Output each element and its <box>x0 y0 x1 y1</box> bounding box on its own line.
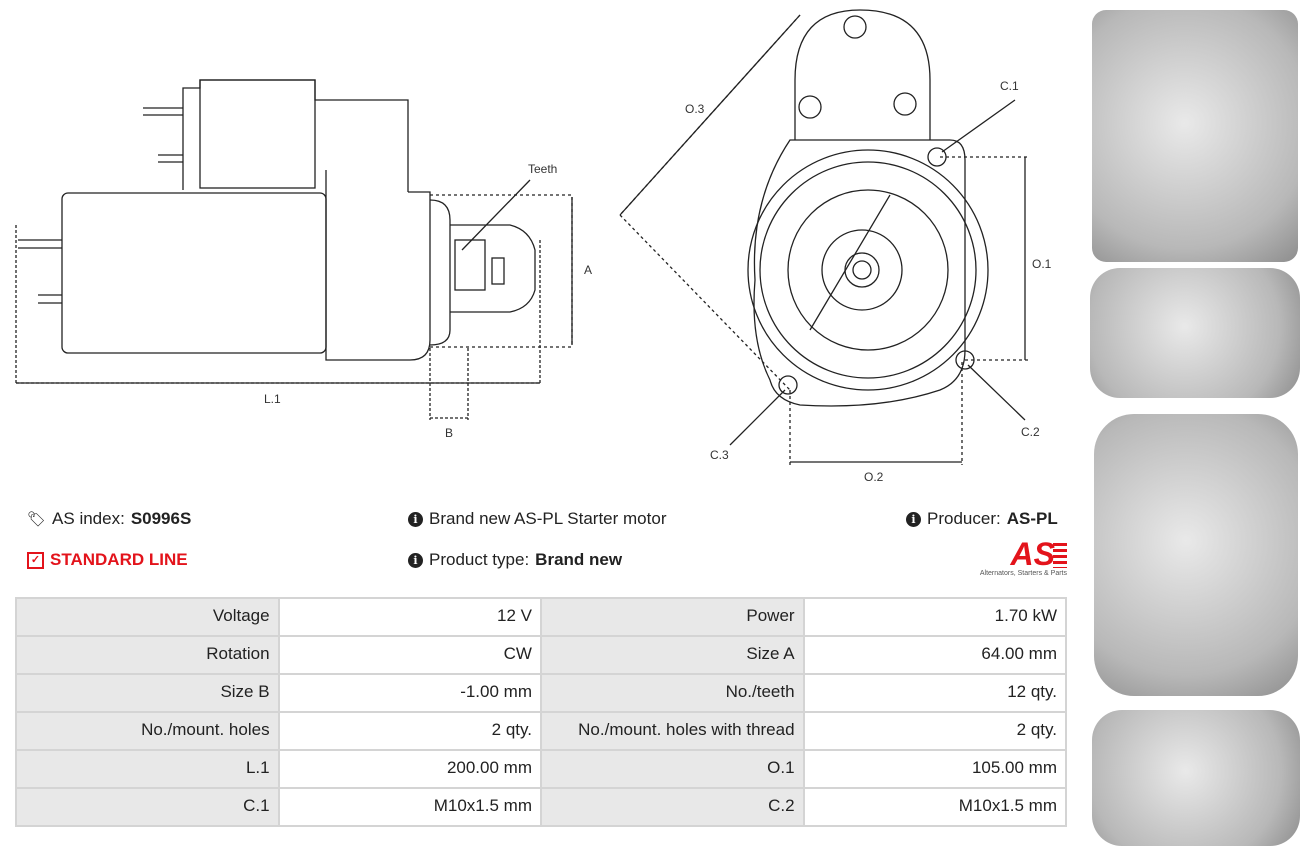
standard-line-badge: ✓ STANDARD LINE <box>27 550 188 570</box>
dimension-c1-label: C.1 <box>1000 79 1019 93</box>
dimension-l1-label: L.1 <box>264 392 281 406</box>
product-photo-top[interactable] <box>1092 710 1300 846</box>
spec-value: 64.00 mm <box>802 635 1068 675</box>
spec-value: 105.00 mm <box>802 749 1068 789</box>
spec-value: CW <box>277 635 542 675</box>
spec-value: 12 V <box>277 597 542 637</box>
dimension-c3-label: C.3 <box>710 448 729 462</box>
dimension-c2-label: C.2 <box>1021 425 1040 439</box>
dimension-a-label: A <box>584 263 592 277</box>
spec-value: M10x1.5 mm <box>802 787 1068 827</box>
as-index: 🏷 AS index: S0996S <box>27 509 191 529</box>
description-text: Brand new AS-PL Starter motor <box>429 509 667 528</box>
spec-label: No./teeth <box>539 673 805 713</box>
front-view-drawing: O.3 C.1 O.1 C.2 C.3 O.2 <box>619 9 1052 484</box>
spec-value: 1.70 kW <box>802 597 1068 637</box>
as-pl-logo: AS Alternators, Starters & Parts <box>965 538 1067 577</box>
spec-label: O.1 <box>539 749 805 789</box>
info-icon: i <box>408 552 423 568</box>
tags-icon: 🏷 <box>27 511 47 528</box>
spec-label: Size B <box>15 673 280 713</box>
info-icon: i <box>408 511 423 527</box>
spec-label: Voltage <box>15 597 280 637</box>
standard-line-label: STANDARD LINE <box>50 550 188 569</box>
dimension-o3-label: O.3 <box>685 102 705 116</box>
spec-label: C.2 <box>539 787 805 827</box>
product-type-value: Brand new <box>535 550 623 569</box>
logo-text: AS <box>965 538 1067 570</box>
side-view-drawing: Teeth A L.1 B <box>15 79 592 440</box>
spec-label: Rotation <box>15 635 280 675</box>
spec-label: C.1 <box>15 787 280 827</box>
as-index-value: S0996S <box>130 509 192 528</box>
producer: i Producer: AS-PL <box>906 509 1058 529</box>
spec-value: M10x1.5 mm <box>277 787 542 827</box>
producer-label: Producer: <box>927 509 1001 528</box>
spec-value: 2 qty. <box>802 711 1068 751</box>
as-index-label: AS index: <box>52 509 125 528</box>
spec-value: 2 qty. <box>277 711 542 751</box>
dimension-o2-label: O.2 <box>864 470 884 484</box>
spec-value: -1.00 mm <box>277 673 542 713</box>
spec-label: L.1 <box>15 749 280 789</box>
product-photo-rear[interactable] <box>1094 414 1298 696</box>
product-photo-front[interactable] <box>1092 10 1298 262</box>
dimension-b-label: B <box>445 426 453 440</box>
product-type-label: Product type: <box>429 550 530 569</box>
info-icon: i <box>906 511 921 527</box>
product-type: i Product type: Brand new <box>408 550 622 570</box>
spec-value: 200.00 mm <box>277 749 542 789</box>
logo-tagline: Alternators, Starters & Parts <box>979 570 1067 577</box>
teeth-label: Teeth <box>528 162 557 176</box>
dimension-o1-label: O.1 <box>1032 257 1052 271</box>
spec-label: Size A <box>539 635 805 675</box>
spec-label: No./mount. holes with thread <box>539 711 805 751</box>
description: i Brand new AS-PL Starter motor <box>408 509 666 529</box>
spec-value: 12 qty. <box>802 673 1068 713</box>
spec-label: No./mount. holes <box>15 711 280 751</box>
checkbox-icon: ✓ <box>27 551 44 569</box>
producer-value: AS-PL <box>1006 509 1058 528</box>
spec-label: Power <box>539 597 805 637</box>
product-photo-side[interactable] <box>1090 268 1300 398</box>
